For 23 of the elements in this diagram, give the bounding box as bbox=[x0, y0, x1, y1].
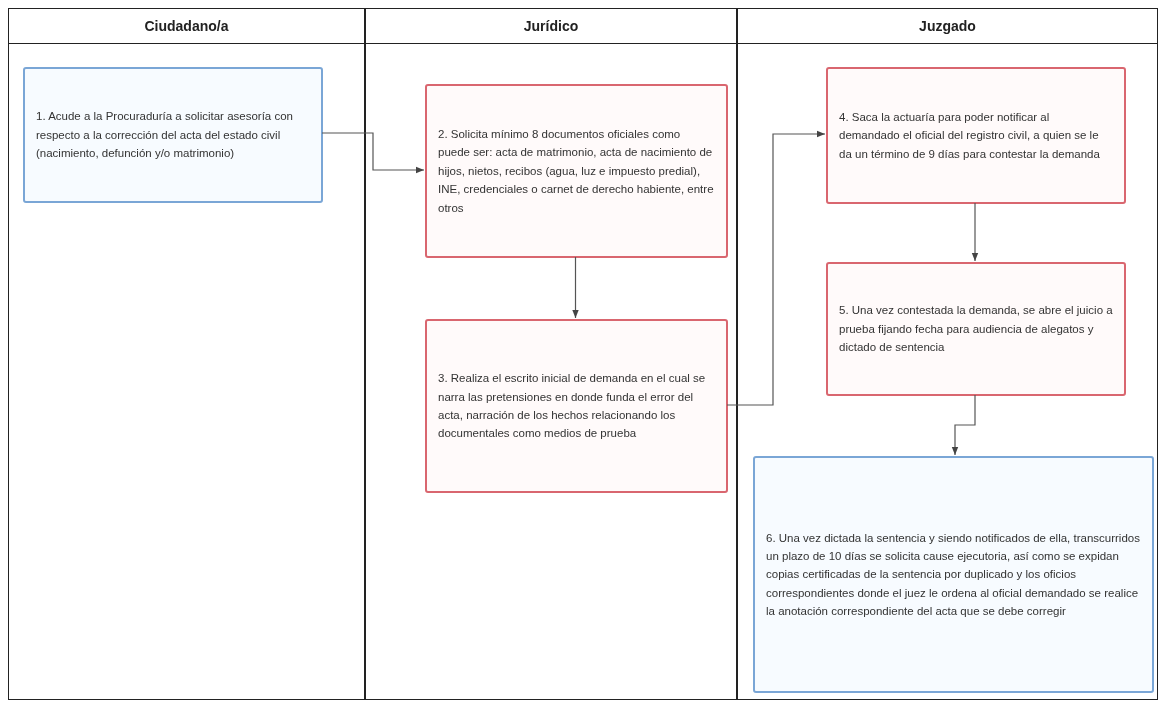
lane-header: Ciudadano/a bbox=[9, 9, 364, 44]
step-text: 2. Solicita mínimo 8 documentos oficiales como puede ser: acta de matrimonio, acta de nacimiento de hijos, nietos, recibos (agua, luz e impuesto predial), INE, credenciales o carnet de derecho habiente, entre otros bbox=[438, 127, 715, 216]
process-box bbox=[425, 84, 728, 258]
step-text: 6. Una vez dictada la sentencia y siendo notificados de ella, transcurridos un plazo de 10 días se solicita cause ejecutoria, así como se expidan copias certificadas de la sentencia por duplicado y los oficios correspondientes donde el juez le ordena al oficial demandado se realice la anotación correspondiente del acta que se debe corregir bbox=[766, 530, 1141, 620]
lane-header: Juzgado bbox=[738, 9, 1157, 44]
step-text: 3. Realiza el escrito inicial de demanda en el cual se narra las pretensiones en donde funda el error del acta, narración de los hechos relacionando los documentales como medios de prueba bbox=[438, 371, 707, 442]
step-text: 1. Acude a la Procuraduría a solicitar asesoría con respecto a la corrección del acta del estado civil (nacimiento, defunción y/o matrimonio) bbox=[36, 109, 294, 162]
process-box bbox=[425, 319, 728, 493]
arrow bbox=[321, 132, 425, 174]
lane-header: Jurídico bbox=[366, 9, 736, 44]
swimlane bbox=[8, 8, 365, 700]
process-box bbox=[826, 262, 1126, 396]
step-text: 4. Saca la actuaría para poder notificar al demandado el oficial del registro civil, a quien se le da un término de 9 días para contestar la demanda bbox=[839, 109, 1101, 162]
arrow bbox=[951, 394, 976, 456]
process-box bbox=[826, 67, 1126, 204]
process-box bbox=[753, 456, 1154, 693]
swimlane bbox=[365, 8, 737, 700]
swimlane bbox=[737, 8, 1158, 700]
arrow bbox=[572, 256, 579, 319]
arrow bbox=[726, 130, 826, 406]
arrow bbox=[971, 202, 979, 262]
process-box bbox=[23, 67, 323, 203]
step-text: 5. Una vez contestada la demanda, se abre el juicio a prueba fijando fecha para audiencia de alegatos y dictado de sentencia bbox=[839, 303, 1113, 356]
